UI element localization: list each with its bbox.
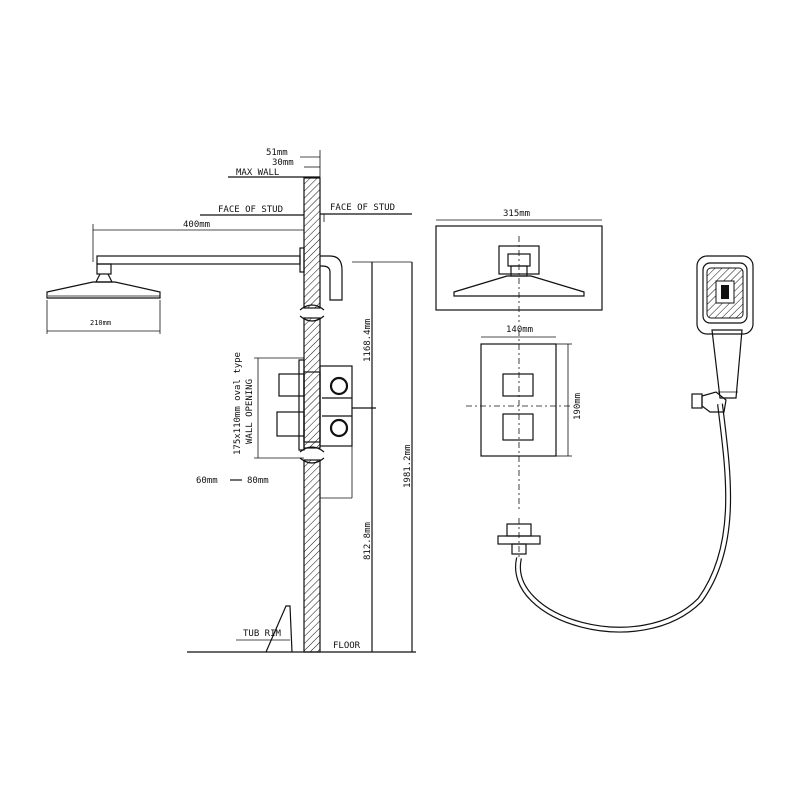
floor-label: FLOOR (333, 641, 361, 651)
dim-60-label: 60mm (196, 476, 218, 486)
hand-shower-assembly (497, 255, 754, 633)
max-wall-label: MAX WALL (236, 168, 279, 178)
dim-190-label: 190mm (573, 393, 583, 420)
dim-30-label: 30mm (272, 158, 294, 168)
dim-400-label: 400mm (183, 220, 210, 230)
dim-80-label: 80mm (247, 476, 269, 486)
dim-315-label: 315mm (503, 209, 530, 219)
shower-arm-side-view: 400mm 210mm (46, 220, 305, 334)
height-dimensions: 1168.4mm 1981.2mm 812.8mm (352, 261, 413, 652)
dim-1168-label: 1168.4mm (363, 319, 373, 362)
dim-140-label: 140mm (506, 325, 533, 335)
dim-812-label: 812.8mm (363, 522, 373, 560)
floor-and-tub-rim: FLOOR TUB RIM (187, 605, 416, 653)
dim-210-label: 210mm (90, 319, 111, 327)
dim-51-label: 51mm (266, 148, 288, 158)
dim-1981-label: 1981.2mm (403, 445, 413, 488)
valve-side-view: 175x110mm oval type WALL OPENING 60mm 80… (196, 352, 376, 499)
face-of-stud-right-label: FACE OF STUD (330, 203, 395, 213)
wall-opening-size-label: 175x110mm oval type (233, 352, 243, 455)
shower-head-front-view: 315mm (435, 209, 603, 322)
wall-thickness-dimensions: 51mm 30mm MAX WALL FACE OF STUD FACE OF … (200, 148, 412, 222)
tub-rim-label: TUB RIM (243, 629, 282, 639)
wall-elbow (320, 255, 343, 301)
wall-opening-label: WALL OPENING (245, 379, 255, 444)
valve-trim-front-view: 140mm 190mm (466, 325, 583, 510)
face-of-stud-left-label: FACE OF STUD (218, 205, 283, 215)
